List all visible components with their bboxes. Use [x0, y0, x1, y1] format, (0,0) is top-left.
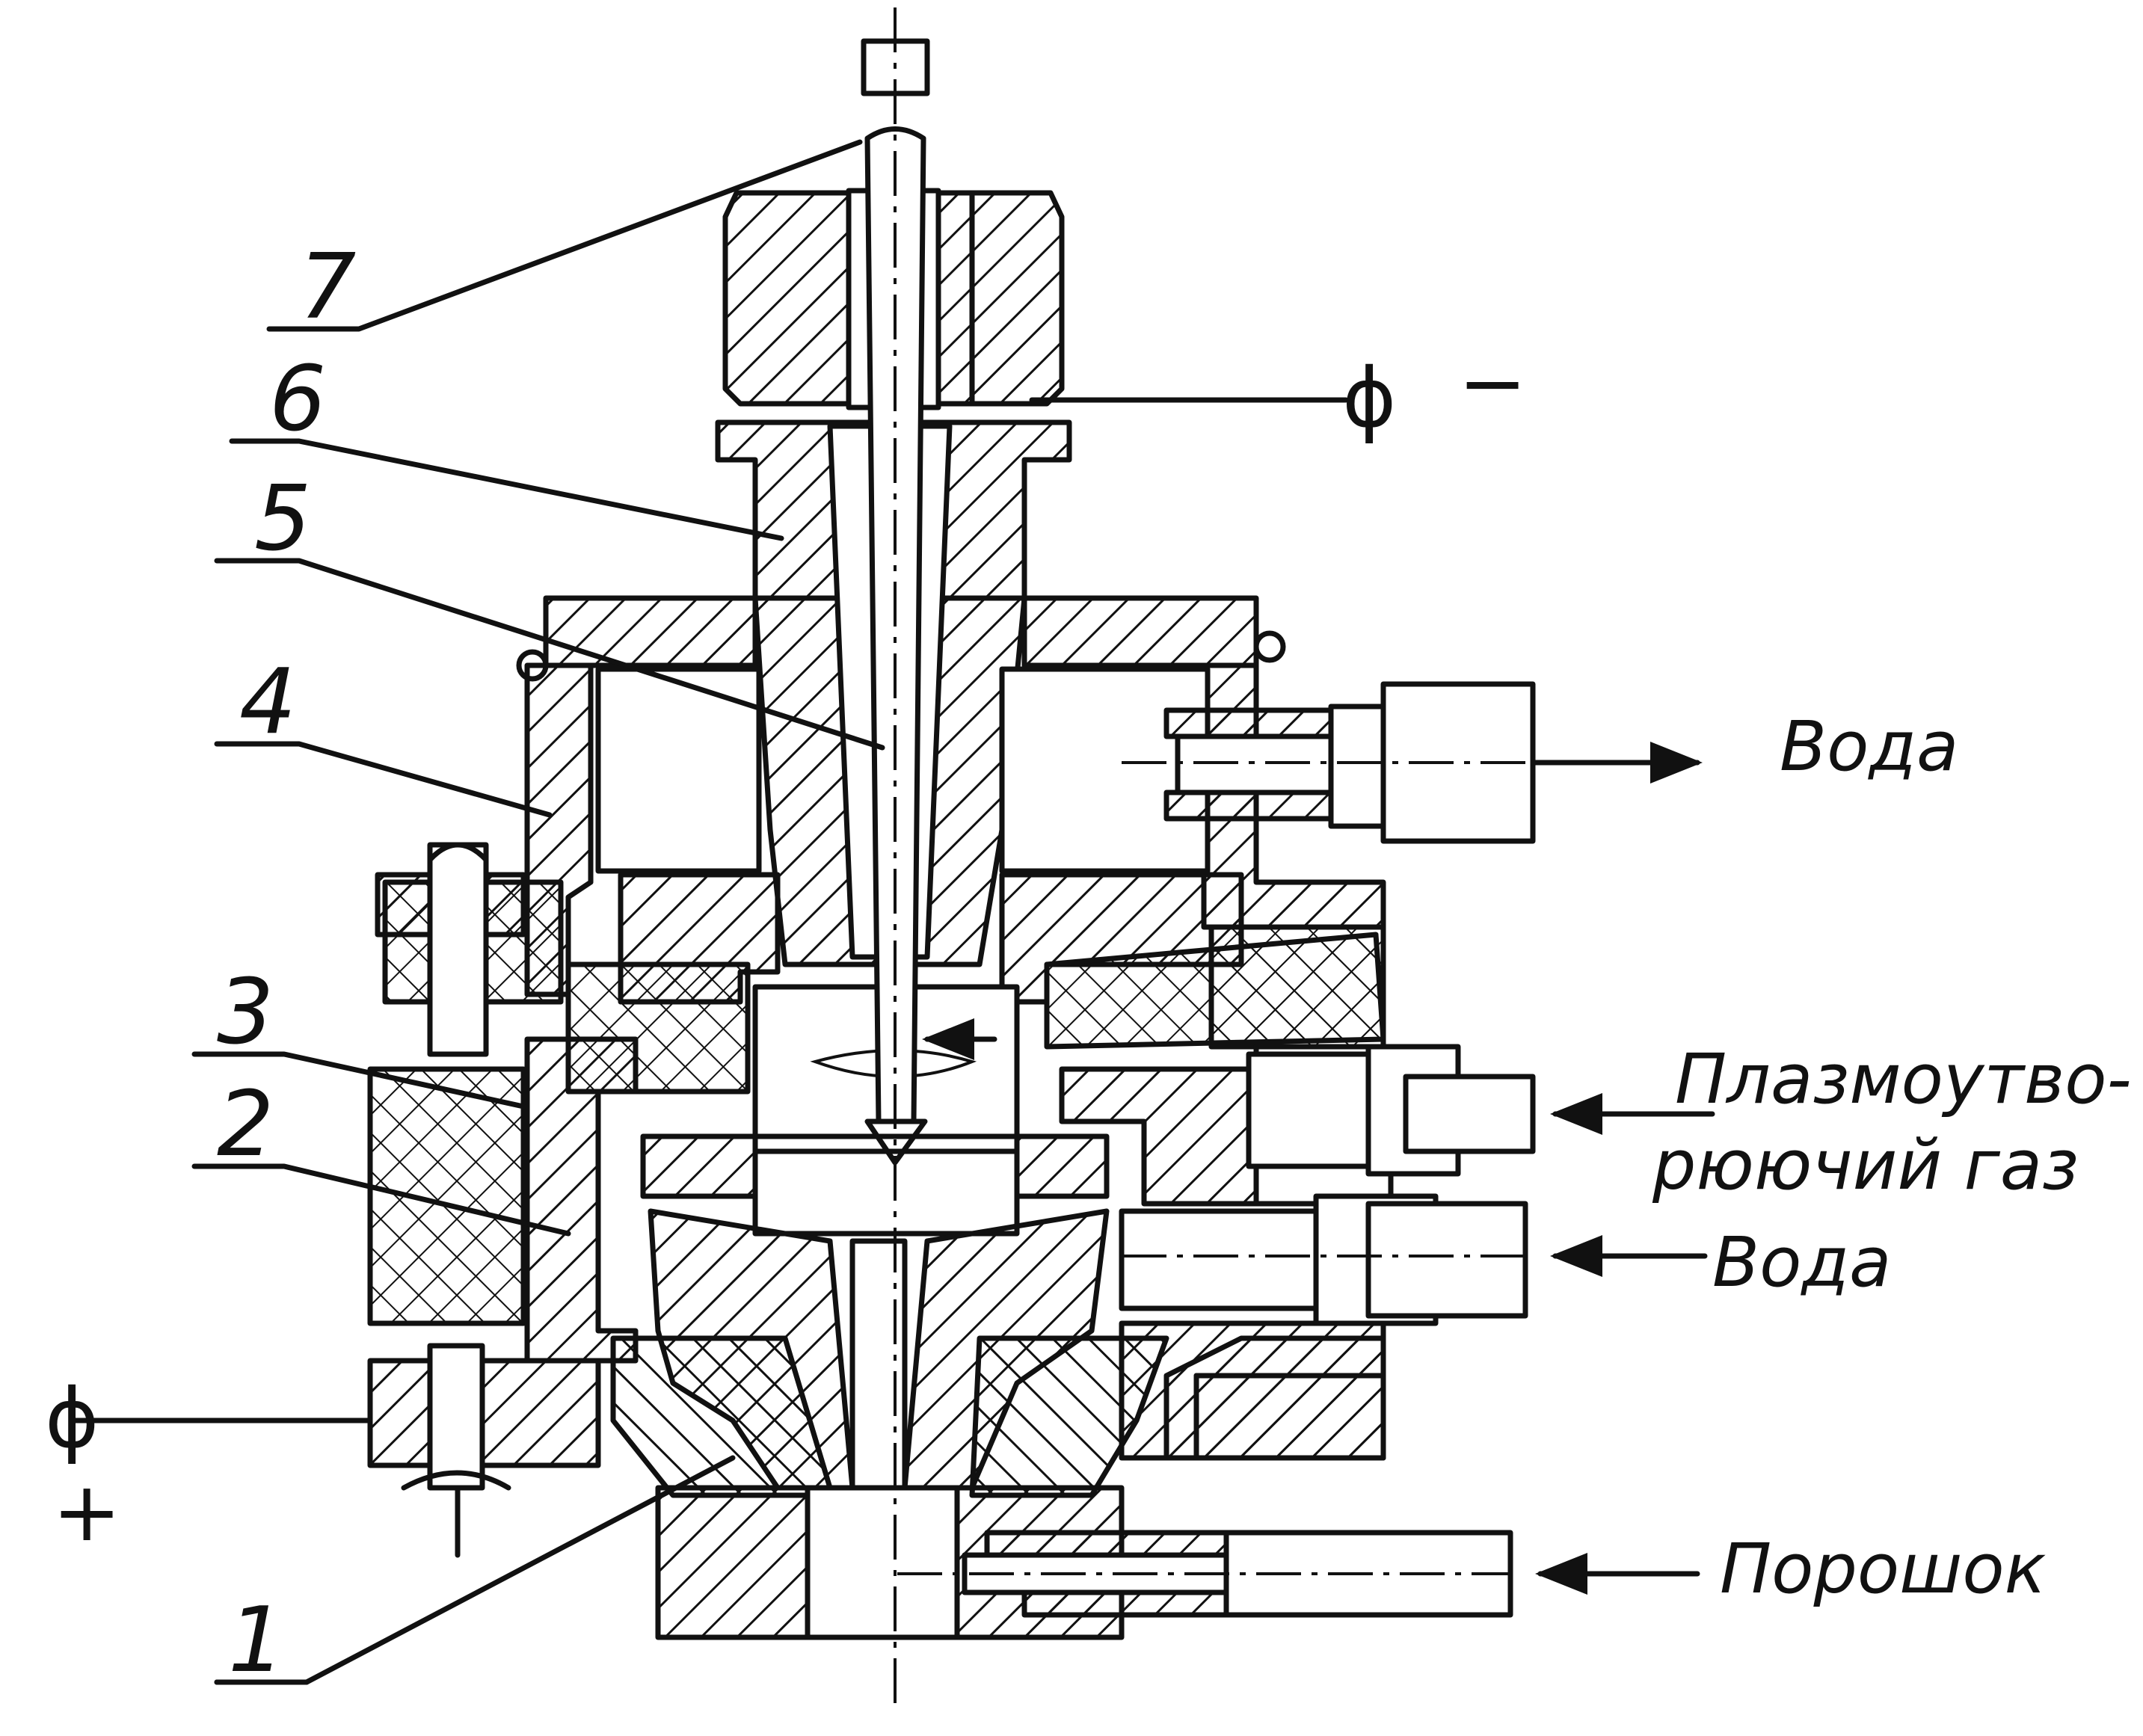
- housing-top-flange: [516, 595, 1286, 682]
- lower-left-bolt: [367, 1343, 601, 1558]
- part-number-2: 2: [217, 1073, 274, 1177]
- nozzle: [610, 1208, 1169, 1640]
- label-plasma-gas-line1: Плазмоутво-: [1675, 1039, 2132, 1119]
- cathode-terminal-sign: −: [1458, 335, 1527, 431]
- lower-right-flange: [1119, 1320, 1386, 1461]
- cathode-terminal-symbol: ϕ: [1342, 350, 1397, 446]
- leader-lines: [191, 139, 885, 1685]
- flow-lines: [897, 742, 1715, 1595]
- label-plasma-gas-line2: рюючий газ: [1652, 1125, 2079, 1205]
- label-powder: Порошок: [1720, 1529, 2046, 1609]
- terminal-lines: [72, 397, 1349, 1423]
- part-number-1: 1: [228, 1589, 285, 1693]
- part-number-7: 7: [299, 236, 356, 339]
- upper-left-bolt: [375, 842, 526, 1057]
- anode-terminal-symbol: ϕ: [45, 1370, 99, 1466]
- water-inlet-pipe: [1119, 1193, 1528, 1326]
- part-number-4: 4: [239, 650, 296, 754]
- anode-terminal-sign: +: [52, 1464, 121, 1560]
- part-number-3: 3: [217, 961, 274, 1065]
- label-water-out: Вода: [1780, 707, 1958, 787]
- part-number-5: 5: [254, 467, 311, 571]
- part-number-6: 6: [269, 348, 326, 452]
- label-water-in: Вода: [1712, 1222, 1891, 1302]
- gas-inlet-pipe: [1246, 1044, 1536, 1177]
